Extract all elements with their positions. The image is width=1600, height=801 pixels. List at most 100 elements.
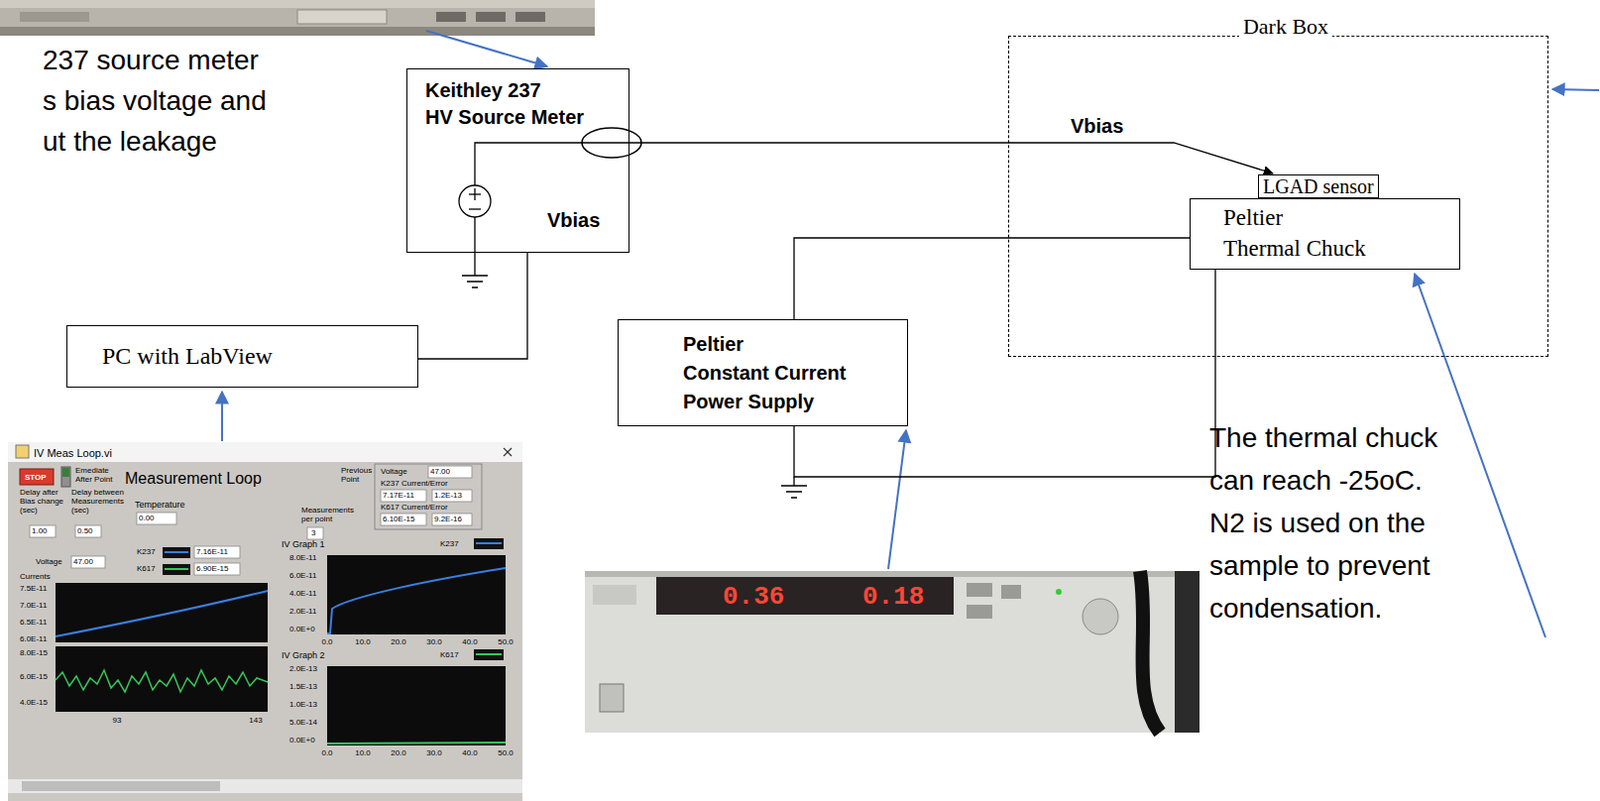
- text-line: Measurements: [301, 505, 354, 515]
- labview-screenshot: [7, 442, 523, 801]
- text-line: Peltier: [683, 330, 846, 359]
- wire-connector: [629, 142, 1273, 174]
- node-text: Peltier Thermal Chuck: [1223, 202, 1367, 264]
- screen-text: 7.5E-11: [19, 583, 47, 594]
- screen-text: 6.10E-15: [382, 514, 415, 525]
- screen-text: 20.0: [390, 748, 407, 759]
- text-line: Power Supply: [683, 387, 846, 417]
- screen-text: Emediate After Point: [75, 465, 113, 484]
- node-text: LGAD sensor: [1258, 175, 1378, 198]
- screen-text: 0.50: [77, 526, 94, 537]
- screen-text: 7.0E-11: [19, 600, 47, 611]
- power-supply-box: Peltier Constant Current Power Supply: [617, 319, 909, 427]
- screen-text: 47.00: [73, 557, 94, 568]
- wire-connector: [418, 252, 528, 359]
- screen-text: 30.0: [426, 748, 443, 759]
- text-line: Thermal Chuck: [1223, 232, 1367, 264]
- text-line: (sec): [71, 505, 124, 515]
- screen-text: 5.0E-14: [289, 717, 318, 728]
- screen-text: 6.0E-11: [289, 571, 317, 581]
- screen-text: 1.0E-13: [289, 699, 318, 710]
- screen-text: STOP: [24, 472, 47, 483]
- text-line: sample to prevent: [1209, 544, 1438, 587]
- text-line: HV Source Meter: [425, 104, 584, 131]
- edge-label: Vbias: [1068, 114, 1126, 138]
- screen-text: 8.0E-15: [19, 648, 48, 659]
- screen-text: Delay between Measurements (sec): [71, 487, 124, 515]
- text-line: ut the leakage: [42, 120, 267, 162]
- text-line: Delay between: [71, 487, 124, 497]
- node-text: PC with LabView: [102, 342, 273, 370]
- screen-text: K237 Current/Error: [380, 478, 449, 489]
- text-line: The thermal chuck: [1209, 416, 1438, 459]
- screen-text: Temperature: [134, 499, 186, 511]
- screen-text: K237: [440, 539, 459, 550]
- screen-text: K617: [440, 650, 459, 661]
- screen-text: 10.0: [354, 748, 371, 759]
- screen-text: 0.0E+0: [289, 624, 316, 635]
- node-text: Keithley 237 HV Source Meter: [425, 77, 584, 131]
- screen-text: 1.2E-13: [434, 490, 462, 501]
- text-line: Constant Current: [683, 358, 846, 388]
- text-line: Measurements: [71, 496, 124, 506]
- text-line: condensation.: [1209, 586, 1438, 630]
- screen-text: 40.0: [461, 748, 478, 759]
- screen-text: 1.00: [31, 526, 48, 537]
- screen-text: 9.2E-16: [434, 514, 462, 525]
- text-line: Point: [341, 474, 372, 484]
- screen-text: Voltage: [380, 466, 408, 477]
- text-line: per point: [301, 514, 354, 524]
- screen-text: 7.17E-11: [382, 490, 415, 501]
- enclosure-title: Dark Box: [1239, 14, 1333, 39]
- screen-text: 0.00: [138, 513, 155, 524]
- screen-text: 6.0E-11: [19, 634, 47, 645]
- text-line: Previous: [341, 465, 372, 475]
- dark-box-enclosure: Dark BoxLGAD sensorPeltier Thermal Chuck: [1008, 35, 1549, 357]
- text-line: (sec): [19, 505, 64, 515]
- wire-connector: [794, 237, 1190, 320]
- led-readout: 0.18: [862, 581, 924, 612]
- wire-connector: [794, 269, 1216, 477]
- screen-text: 50.0: [497, 637, 514, 648]
- source-meter-circuit: [458, 127, 642, 288]
- screen-text: 93: [113, 715, 122, 726]
- screen-text: 143: [248, 715, 262, 726]
- screen-text: K617: [136, 564, 156, 574]
- screen-text: K617 Current/Error: [380, 502, 449, 513]
- text-line: N2 is used on the: [1209, 501, 1438, 545]
- screen-text: IV Graph 1: [281, 539, 326, 551]
- text-line: Keithley 237: [425, 77, 584, 105]
- source-meter-box: Keithley 237 HV Source MeterVbias: [406, 68, 630, 253]
- screen-text: 47.00: [430, 466, 451, 477]
- text-line: Peltier: [1223, 202, 1367, 233]
- screen-text: Measurement Loop: [124, 469, 262, 488]
- screen-text: 6.5E-11: [19, 617, 47, 628]
- screen-text: 6.90E-15: [196, 564, 229, 574]
- computer-box: PC with LabView: [66, 325, 419, 388]
- screen-text: 0.0: [321, 637, 333, 648]
- screen-text: Delay after Bias change (sec): [19, 487, 64, 515]
- screen-text: 4.0E-11: [289, 588, 317, 599]
- ground-symbol: [781, 476, 807, 498]
- node-text: Peltier Constant Current Power Supply: [683, 330, 846, 417]
- node-text: Vbias: [547, 208, 600, 232]
- screen-text: Currents: [19, 571, 51, 582]
- screen-text: 1.5E-13: [289, 682, 318, 692]
- screen-text: 50.0: [497, 748, 514, 759]
- text-line: Emediate: [75, 465, 113, 475]
- text-line: s bias voltage and: [42, 80, 267, 121]
- screen-text: IV Graph 2: [281, 650, 326, 662]
- power-supply-photo: [584, 571, 1200, 733]
- text-line: can reach -25oC.: [1209, 458, 1438, 502]
- text-line: 237 source meter: [42, 39, 267, 81]
- screen-text: 3: [311, 528, 316, 539]
- screen-text: 8.0E-11: [289, 553, 317, 564]
- screen-text: 6.0E-15: [19, 672, 48, 683]
- screen-text: 10.0: [354, 637, 371, 648]
- screen-text: 4.0E-15: [19, 697, 48, 708]
- screen-text: 0.0E+0: [289, 735, 316, 746]
- screen-text: 0.0: [321, 748, 333, 759]
- screen-text: 40.0: [461, 637, 478, 648]
